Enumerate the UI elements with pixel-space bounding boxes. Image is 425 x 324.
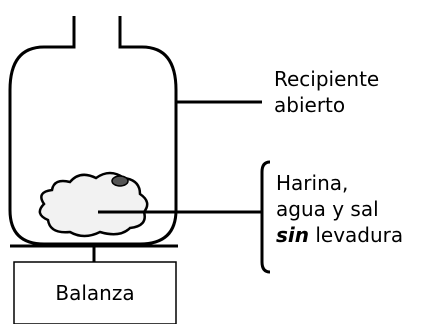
dough-bubble xyxy=(111,175,129,187)
open-jar-outline xyxy=(8,16,178,246)
dough-blob xyxy=(38,171,149,238)
mixture-label-levadura: levadura xyxy=(309,223,404,247)
container-label-line1: Recipiente xyxy=(274,67,380,91)
mixture-bracket xyxy=(260,160,271,274)
mixture-label-line1: Harina, xyxy=(276,171,349,195)
mixture-label: Harina, agua y sal sin levadura xyxy=(276,170,403,248)
mixture-label-sin: sin xyxy=(276,223,309,247)
container-label-line2: abierto xyxy=(274,93,346,117)
mixture-label-line3: sin levadura xyxy=(276,222,403,248)
scale-label: Balanza xyxy=(55,281,135,305)
scale-box xyxy=(13,261,177,324)
container-label: Recipiente abierto xyxy=(274,66,379,118)
mixture-label-line2: agua y sal xyxy=(276,197,379,221)
